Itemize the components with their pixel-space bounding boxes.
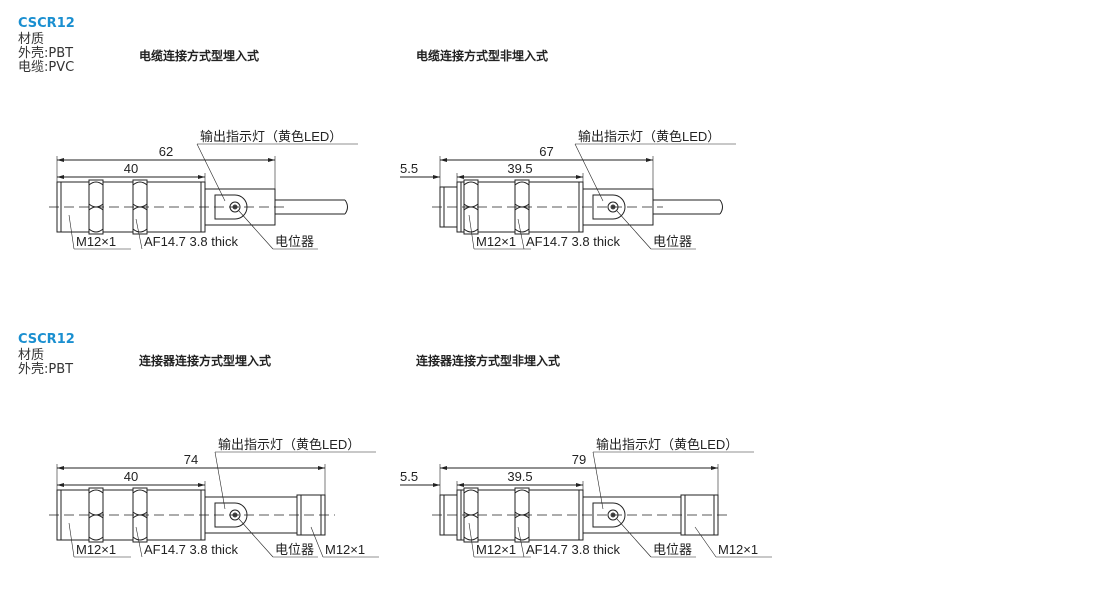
dimension-arrow <box>711 466 718 470</box>
dimension-arrow <box>198 483 205 487</box>
cable-break <box>719 199 723 215</box>
variant-title: 连接器连接方式型非埋入式 <box>416 354 561 368</box>
dimension-body-value: 39.5 <box>507 469 532 484</box>
led-label: 输出指示灯（黄色LED） <box>200 129 342 144</box>
potentiometer-label: 电位器 <box>653 234 692 249</box>
dimension-arrow <box>576 175 583 179</box>
dimension-arrow <box>57 158 64 162</box>
dimension-arrow <box>457 175 464 179</box>
led-label: 输出指示灯（黄色LED） <box>218 437 360 452</box>
dimension-total-value: 62 <box>159 144 173 159</box>
dimension-arrow <box>433 175 440 179</box>
leader <box>68 522 75 558</box>
dimension-body-value: 40 <box>124 161 138 176</box>
dimension-arrow <box>440 158 447 162</box>
leader <box>68 214 75 250</box>
leader <box>196 143 226 202</box>
dimension-arrow <box>57 483 64 487</box>
nut-label: AF14.7 3.8 thick <box>144 234 238 249</box>
led-label: 输出指示灯（黄色LED） <box>578 129 720 144</box>
leader <box>238 210 274 250</box>
leader <box>574 143 604 202</box>
dimension-arrow <box>433 483 440 487</box>
thread-label: M12×1 <box>76 542 116 557</box>
thread-label: M12×1 <box>76 234 116 249</box>
potentiometer-label: 电位器 <box>653 542 692 557</box>
sensor-drawing: 74 40 输出指示灯（黄色LED） M12×1 AF14.7 3.8 thick 电位器… <box>49 437 379 558</box>
dimension-arrow <box>457 483 464 487</box>
variant-title: 电缆连接方式型非埋入式 <box>416 49 549 63</box>
thread-label: M12×1 <box>476 542 516 557</box>
leader <box>238 518 274 558</box>
model-name: CSCR12 <box>18 332 75 347</box>
material-housing: 外壳:PBT <box>18 362 74 377</box>
material-label: 材质 <box>18 348 45 363</box>
nut-label: AF14.7 3.8 thick <box>144 542 238 557</box>
dimension-offset: 5.5 <box>400 161 418 176</box>
leader <box>592 451 604 510</box>
potentiometer-label: 电位器 <box>275 234 314 249</box>
leader <box>694 526 717 558</box>
variant-title: 连接器连接方式型埋入式 <box>139 354 272 368</box>
leader <box>310 526 324 558</box>
sensor-drawing: 67 39.5 5.5 输出指示灯（黄色LED） M12×1 AF14.7 3.8 thi… <box>400 129 736 250</box>
dimension-body-value: 40 <box>124 469 138 484</box>
connector-thread-label: M12×1 <box>718 542 758 557</box>
nut-label: AF14.7 3.8 thick <box>526 542 620 557</box>
dimension-total-value: 67 <box>539 144 553 159</box>
leader <box>517 526 525 558</box>
material-housing: 外壳:PBT <box>18 46 74 61</box>
variant-title: 电缆连接方式型埋入式 <box>139 49 260 63</box>
material-cable: 电缆:PVC <box>18 60 75 75</box>
section-1-info: CSCR12 材质 外壳:PBT 电缆:PVC <box>18 17 75 75</box>
connector-thread-label: M12×1 <box>325 542 365 557</box>
dimension-arrow <box>57 466 64 470</box>
dimension-arrow <box>318 466 325 470</box>
dimension-arrow <box>268 158 275 162</box>
dimension-body-value: 39.5 <box>507 161 532 176</box>
sensor-drawing: 79 39.5 5.5 输出指示灯（黄色LED） M12×1 AF14.7 3.8 thi… <box>400 437 772 558</box>
connector <box>680 494 719 536</box>
leader <box>616 518 652 558</box>
cable-break <box>344 199 348 215</box>
dimension-arrow <box>576 483 583 487</box>
dimension-offset: 5.5 <box>400 469 418 484</box>
leader <box>214 451 226 510</box>
dimension-total-value: 74 <box>184 452 198 467</box>
thread-label: M12×1 <box>476 234 516 249</box>
potentiometer-label: 电位器 <box>275 542 314 557</box>
section-2-info: CSCR12 材质 外壳:PBT <box>18 333 75 377</box>
dimension-total-value: 79 <box>572 452 586 467</box>
nut-label: AF14.7 3.8 thick <box>526 234 620 249</box>
dimension-arrow <box>646 158 653 162</box>
leader <box>135 218 143 250</box>
leader <box>517 218 525 250</box>
dimension-arrow <box>57 175 64 179</box>
material-label: 材质 <box>18 32 45 47</box>
dimension-arrow <box>198 175 205 179</box>
leader <box>468 214 475 250</box>
connector-body <box>680 494 719 536</box>
leader <box>468 522 475 558</box>
leader <box>616 210 652 250</box>
dimension-arrow <box>440 466 447 470</box>
led-label: 输出指示灯（黄色LED） <box>596 437 738 452</box>
sensor-drawing: 62 40 输出指示灯（黄色LED） M12×1 AF14.7 3.8 thick 电位器 <box>49 129 358 250</box>
model-name: CSCR12 <box>18 16 75 31</box>
leader <box>135 526 143 558</box>
